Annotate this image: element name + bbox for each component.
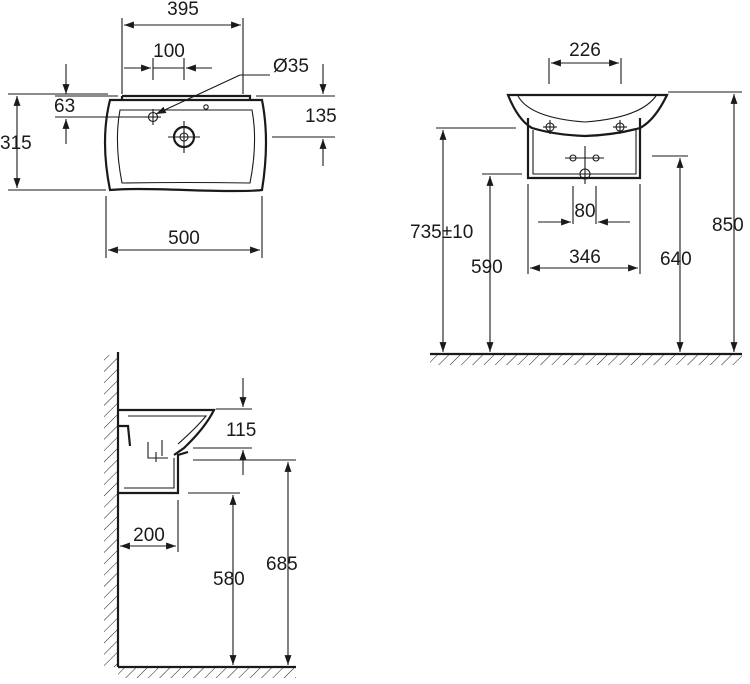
drain-outlet (168, 121, 200, 153)
wall-hatch (104, 355, 118, 667)
side-view: 115 200 580 685 (104, 352, 298, 678)
dim-63: 63 (54, 96, 75, 117)
dim-580: 580 (213, 569, 245, 590)
dim-226: 226 (569, 40, 601, 61)
fittings-front (543, 120, 627, 184)
dim-640: 640 (660, 249, 692, 270)
floor-hatch (430, 355, 742, 365)
dim-100: 100 (153, 41, 185, 62)
pedestal-front (526, 118, 642, 180)
dim-500: 500 (168, 228, 200, 249)
front-view: 226 80 346 735±10 590 640 850 (410, 40, 744, 365)
basin-bowl-front (506, 93, 669, 138)
dim-590: 590 (471, 257, 503, 278)
pedestal-side (118, 424, 189, 495)
top-view: 395 100 Ø35 63 315 135 500 (0, 0, 337, 258)
dim-80: 80 (574, 201, 595, 222)
dim-685: 685 (266, 554, 298, 575)
side-floor-hatch (118, 668, 296, 678)
dim-735: 735±10 (410, 222, 473, 243)
dim-135: 135 (305, 106, 337, 127)
basin-outline-top (103, 98, 268, 193)
dim-200: 200 (133, 525, 165, 546)
dim-850: 850 (712, 215, 744, 236)
basin-side-profile (118, 408, 216, 456)
dim-346: 346 (569, 247, 601, 268)
dim-115: 115 (226, 420, 256, 441)
dim-395: 395 (167, 0, 199, 20)
overflow-hole (203, 104, 209, 110)
dim-315: 315 (0, 133, 32, 154)
dim-diameter-35: Ø35 (273, 56, 309, 77)
tap-hole (145, 109, 161, 125)
basin-bowl-top (116, 109, 256, 184)
basin-back-ledge (120, 94, 252, 100)
